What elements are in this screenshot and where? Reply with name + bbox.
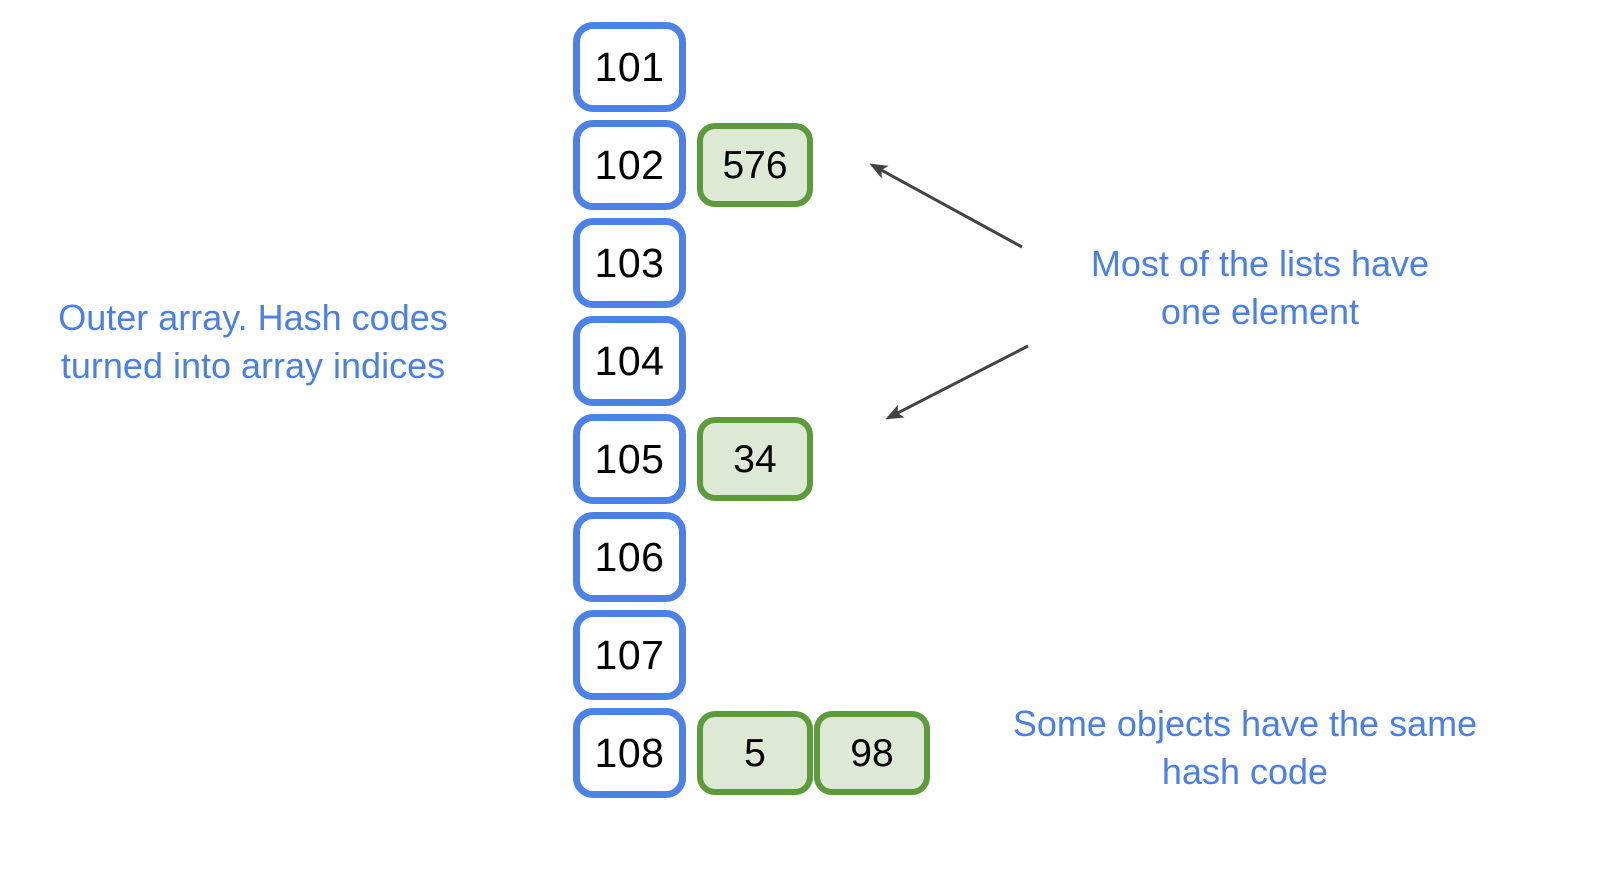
index-cell-2[interactable]: 103 [573, 218, 686, 308]
chain-4: 34 [697, 417, 814, 501]
node-cell[interactable]: 98 [814, 711, 930, 795]
index-cell-7[interactable]: 108 [573, 708, 686, 798]
index-cell-0[interactable]: 101 [573, 22, 686, 112]
bucket-row: 103 [573, 218, 693, 316]
bucket-row: 102 576 [573, 120, 813, 218]
node-cell[interactable]: 576 [697, 123, 813, 207]
bucket-row: 108 5 98 [573, 708, 930, 806]
annotation-outer-array: Outer array. Hash codes turned into arra… [58, 297, 448, 386]
bucket-row: 104 [573, 316, 693, 414]
index-cell-3[interactable]: 104 [573, 316, 686, 406]
hash-table-array: 101 102 576 103 104 105 34 106 [573, 22, 930, 806]
index-cell-5[interactable]: 106 [573, 512, 686, 602]
chain-7: 5 98 [697, 711, 931, 795]
bucket-row: 105 34 [573, 414, 813, 512]
annotation-most-lists: Most of the lists have one element [1090, 243, 1430, 332]
node-cell[interactable]: 5 [697, 711, 813, 795]
node-cell[interactable]: 34 [697, 417, 813, 501]
bucket-row: 106 [573, 512, 693, 610]
arrow-to-bucket-102 [869, 163, 1023, 249]
arrow-to-bucket-105 [885, 344, 1029, 420]
bucket-row: 107 [573, 610, 693, 708]
index-cell-1[interactable]: 102 [573, 120, 686, 210]
index-cell-6[interactable]: 107 [573, 610, 686, 700]
annotation-same-hash: Some objects have the same hash code [1012, 703, 1478, 792]
chain-1: 576 [697, 123, 814, 207]
index-cell-4[interactable]: 105 [573, 414, 686, 504]
bucket-row: 101 [573, 22, 693, 120]
